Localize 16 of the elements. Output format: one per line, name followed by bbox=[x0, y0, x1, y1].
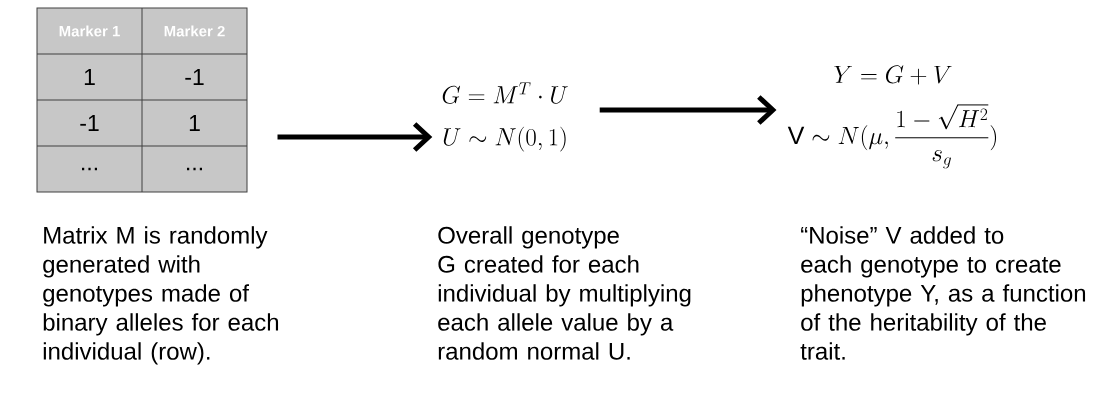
arrow bbox=[277, 122, 433, 152]
table-cell: 1 bbox=[189, 115, 200, 131]
table bbox=[36, 7, 248, 193]
table-cell: -1 bbox=[80, 115, 99, 131]
header-cell: Marker 2 bbox=[164, 25, 225, 37]
table-cell: 1 bbox=[84, 69, 95, 85]
node-label: Overall genotype G created for each individual by multiplying each allele value by a random normal U. bbox=[438, 226, 691, 360]
table-cell: ... bbox=[187, 167, 202, 171]
formula: $G = M^T \cdot U$ $U \sim N(0,1)$ bbox=[442, 82, 568, 152]
formula: $Y = G + V$ $\mathrm{V} \sim N(\mu, \dfrac{1-\sqrt{H^2}}{s_g})$ bbox=[787, 65, 997, 169]
table-cell: ... bbox=[82, 167, 97, 171]
table-cell: -1 bbox=[185, 69, 204, 85]
node-label: “Noise” V added to each genotype to create phenotype Y, as a function of the heritability of the trait. bbox=[800, 226, 1086, 360]
arrow bbox=[599, 95, 777, 125]
node-label: Matrix M is randomly generated with genotypes made of binary alleles for each individual (row). bbox=[43, 226, 279, 365]
header-cell: Marker 1 bbox=[59, 25, 120, 37]
